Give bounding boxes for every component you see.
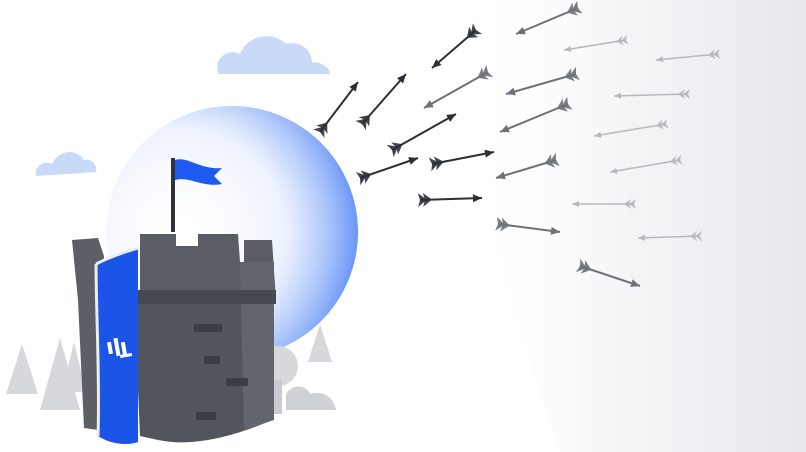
arrow-icon <box>572 199 636 209</box>
arrow-icon <box>637 230 703 242</box>
cloud-icon <box>35 152 97 176</box>
arrow-icon <box>431 23 483 69</box>
arrow-icon <box>655 48 721 63</box>
arrow-icon <box>505 66 580 96</box>
arrow-icon <box>313 81 359 138</box>
flag-icon <box>175 159 222 185</box>
arrow-icon <box>495 152 560 180</box>
arrow-icon <box>609 154 683 174</box>
arrow-icon <box>515 0 583 35</box>
castle-tower-icon <box>72 158 276 444</box>
arrow-icon <box>423 64 494 109</box>
arrow-icon <box>355 157 419 186</box>
tree-icon <box>6 324 332 410</box>
arrow-icon <box>386 113 457 158</box>
arrow-icon <box>593 118 669 138</box>
arrow-icon <box>575 258 641 287</box>
arrow-icon <box>495 216 561 235</box>
arrow-icon <box>613 88 691 100</box>
arrow-icon <box>563 34 629 52</box>
arrow-volley <box>313 0 721 287</box>
arrow-icon <box>417 192 483 208</box>
haze-background <box>470 0 806 452</box>
arrow-icon <box>355 73 407 131</box>
arrow-icon <box>428 149 495 172</box>
arrow-icon <box>499 96 573 133</box>
cloud-icon <box>217 36 330 74</box>
